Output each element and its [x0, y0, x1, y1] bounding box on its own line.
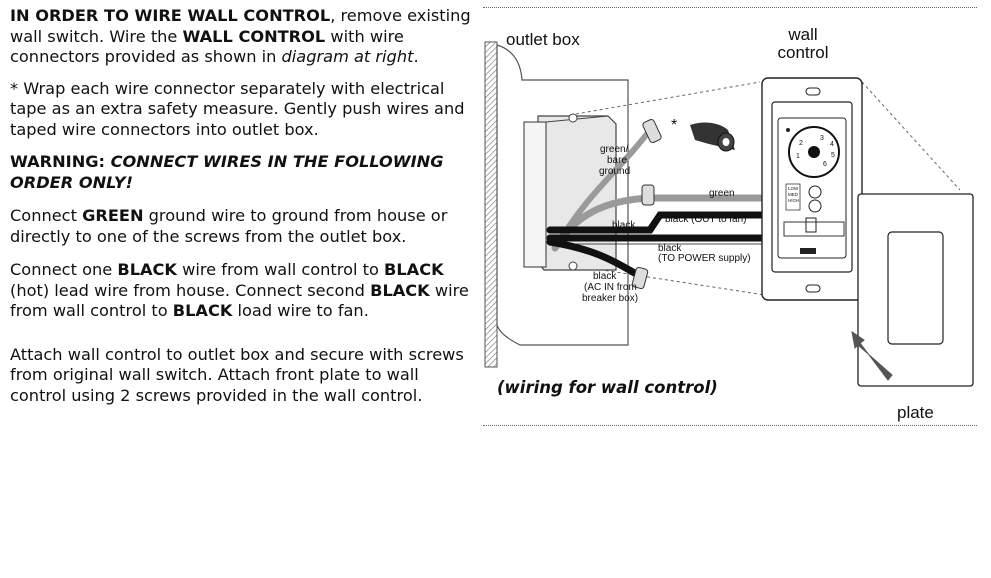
- intro-heading: IN ORDER TO WIRE WALL CONTROL: [10, 6, 331, 25]
- speed-label: LOW: [788, 186, 799, 191]
- black-text-3: (hot) lead wire from house. Connect seco…: [10, 280, 371, 300]
- arrow-icon: [851, 330, 893, 381]
- black-wire-paragraph: Connect one BLACK wire from wall control…: [10, 260, 472, 322]
- warning-label: WARNING: [10, 152, 99, 171]
- black-label: black: [612, 220, 636, 231]
- black-out-wire: [546, 211, 774, 234]
- black-bold-1: BLACK: [117, 260, 177, 279]
- tape-roll-icon: [690, 122, 735, 152]
- tape-note-paragraph: * Wrap each wire connector separately wi…: [10, 78, 465, 139]
- wire-labels: green/ bare ground * green black black (…: [582, 117, 751, 304]
- instructions-text: IN ORDER TO WIRE WALL CONTROL, remove ex…: [10, 6, 472, 406]
- button-label: 6: [823, 161, 827, 168]
- ground-label-2: bare: [607, 155, 627, 166]
- up-button: [808, 185, 822, 199]
- button-label: 5: [831, 152, 835, 159]
- attach-paragraph: Attach wall control to outlet box and se…: [10, 344, 464, 405]
- intro-italic-diagram: diagram at right: [281, 47, 414, 66]
- plate-label: plate: [897, 403, 934, 422]
- wall-control-label-1: wall: [787, 25, 817, 44]
- black-ac-label-2: (AC IN from: [584, 282, 637, 293]
- wall-control-label-2: control: [777, 43, 828, 62]
- wall-hatch: [484, 41, 498, 368]
- asterisk-label: *: [671, 117, 677, 134]
- ground-text-1: Connect: [10, 206, 83, 225]
- outlet-box-label: outlet box: [506, 30, 580, 49]
- intro-bold-wall-control: WALL CONTROL: [182, 26, 326, 46]
- button-label: 1: [796, 153, 800, 160]
- ground-paragraph: Connect GREEN ground wire to ground from…: [10, 206, 472, 247]
- down-button: [808, 199, 822, 213]
- black-bold-4: BLACK: [172, 301, 233, 320]
- ground-label-1: green/: [600, 144, 629, 155]
- black-ac-wire: [546, 238, 642, 279]
- diagram-labels: outlet box wall control plate: [506, 25, 934, 422]
- wiring-diagram: 3 4 5 6 1 2 LOW MED HIGH outlet box wall…: [484, 25, 974, 422]
- black-text-1: Connect one: [10, 260, 118, 279]
- intro-text-2: with wire connectors provided as shown i…: [10, 26, 404, 67]
- ground-text-2: ground wire to ground from house or dire…: [10, 206, 448, 246]
- ground-label-3: ground: [599, 166, 630, 177]
- speed-labels: LOW MED HIGH: [788, 186, 799, 203]
- black-ac-label-3: breaker box): [582, 293, 638, 304]
- black-bold-2: BLACK: [384, 260, 444, 279]
- button-label: 4: [830, 141, 834, 148]
- intro-text-3: .: [413, 47, 419, 66]
- warning-text: CONNECT WIRES IN THE FOLLOWING ORDER ONL…: [10, 152, 444, 192]
- speed-label: MED: [788, 192, 799, 197]
- ground-bold-green: GREEN: [82, 206, 144, 225]
- black-out-label: black (OUT to fan): [665, 214, 747, 225]
- black-bold-3: BLACK: [370, 280, 430, 300]
- black-power-label-2: (TO POWER supply): [658, 253, 751, 264]
- top-dotted-divider: [483, 7, 977, 8]
- bottom-dotted-divider: [483, 425, 977, 426]
- intro-text-1: , remove existing wall switch. Wire the: [10, 6, 471, 46]
- black-text-2: wire from wall control to: [176, 260, 385, 279]
- control-buttons: 3 4 5 6 1 2: [796, 135, 835, 168]
- black-text-5: load wire to fan.: [232, 301, 369, 320]
- warning-colon: :: [98, 152, 111, 171]
- wire-connectors: [631, 118, 662, 290]
- black-text-4: wire from wall control to: [10, 280, 469, 321]
- black-ac-label-1: black: [593, 271, 617, 282]
- speed-label: HIGH: [788, 198, 799, 203]
- face-plate: [857, 193, 974, 387]
- button-label: 3: [820, 135, 824, 142]
- intro-paragraph: IN ORDER TO WIRE WALL CONTROL, remove ex…: [10, 6, 472, 68]
- button-label: 2: [799, 140, 803, 147]
- warning-paragraph: WARNING: CONNECT WIRES IN THE FOLLOWING …: [10, 152, 472, 193]
- black-power-label-1: black: [658, 243, 682, 254]
- diagram-caption: (wiring for wall control): [497, 378, 718, 397]
- green-label: green: [709, 188, 735, 199]
